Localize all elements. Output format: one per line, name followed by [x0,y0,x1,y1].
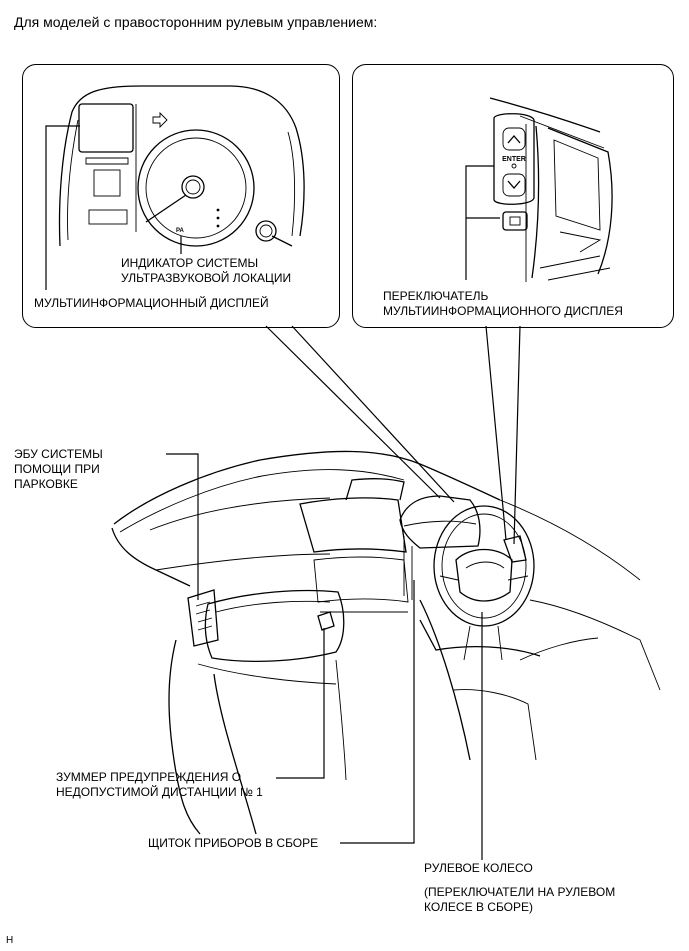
label-buzzer-1: ЗУММЕР ПРЕДУПРЕЖДЕНИЯ О [56,770,242,784]
label-multi-display: МУЛЬТИИНФОРМАЦИОННЫЙ ДИСПЛЕЙ [34,296,269,310]
label-steering-switches-1: (ПЕРЕКЛЮЧАТЕЛИ НА РУЛЕВОМ [424,885,616,899]
leader-display-switch [465,165,500,219]
label-display-switch-2: МУЛЬТИИНФОРМАЦИОННОГО ДИСПЛЕЯ [383,304,623,318]
label-display-switch-1: ПЕРЕКЛЮЧАТЕЛЬ [383,289,489,303]
leader-buzzer [276,628,325,779]
label-ultrasonic-indicator-2: УЛЬТРАЗВУКОВОЙ ЛОКАЦИИ [121,271,292,285]
leader-multi-display [45,125,80,290]
label-parking-ecu-1: ЭБУ СИСТЕМЫ [14,447,103,461]
cluster-inset-box [22,64,340,328]
footer-mark: H [6,935,14,946]
pa-indicator-icon: PA [176,228,185,234]
label-ultrasonic-indicator-1: ИНДИКАТОР СИСТЕМЫ [121,256,259,270]
label-steering-switches-2: КОЛЕСЕ В СБОРЕ) [424,900,534,914]
switch-inset-box [352,64,674,328]
leader-switch-to-car [485,325,507,541]
label-steering-wheel: РУЛЕВОЕ КОЛЕСО [424,861,533,875]
cluster-drawing [58,85,305,247]
dashboard-drawing [111,450,661,835]
leader-instrument-cluster [340,580,415,844]
switch-drawing [489,97,613,282]
label-parking-ecu-3: ПАРКОВКЕ [14,477,78,491]
leader-cluster-to-car [265,325,441,499]
label-buzzer-2: НЕДОПУСТИМОЙ ДИСТАНЦИИ № 1 [56,785,263,799]
enter-key-icon: ENTER [502,156,526,163]
label-instrument-cluster: ЩИТОК ПРИБОРОВ В СБОРЕ [148,836,319,850]
label-parking-ecu-2: ПОМОЩИ ПРИ [14,462,100,476]
turn-arrow-icon [152,111,168,129]
page-title: Для моделей с правосторонним рулевым упр… [14,14,378,30]
leader-parking-ecu [166,453,199,600]
